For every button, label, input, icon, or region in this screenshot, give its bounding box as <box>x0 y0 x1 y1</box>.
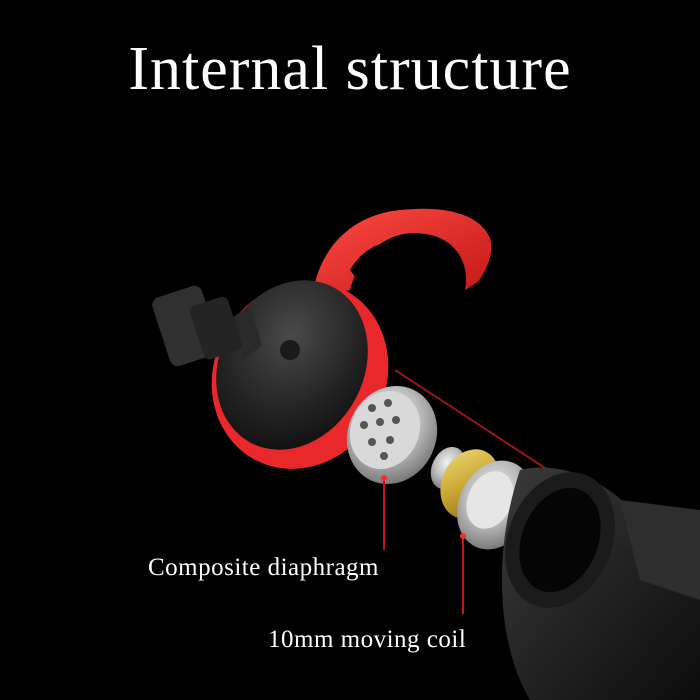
diaphragm-leader-dot <box>381 475 387 481</box>
nozzle <box>152 285 262 367</box>
ear-hook <box>312 208 492 298</box>
coil-leader-dot <box>460 533 466 539</box>
diaphragm-grill <box>346 386 438 484</box>
moving-coil-label: 10mm moving coil <box>268 626 467 653</box>
vent-hole <box>280 340 300 360</box>
composite-diaphragm-label: Composite diaphragm <box>148 554 379 581</box>
guide-line <box>394 369 546 469</box>
page-title: Internal structure <box>128 35 572 103</box>
rear-housing <box>501 467 700 700</box>
